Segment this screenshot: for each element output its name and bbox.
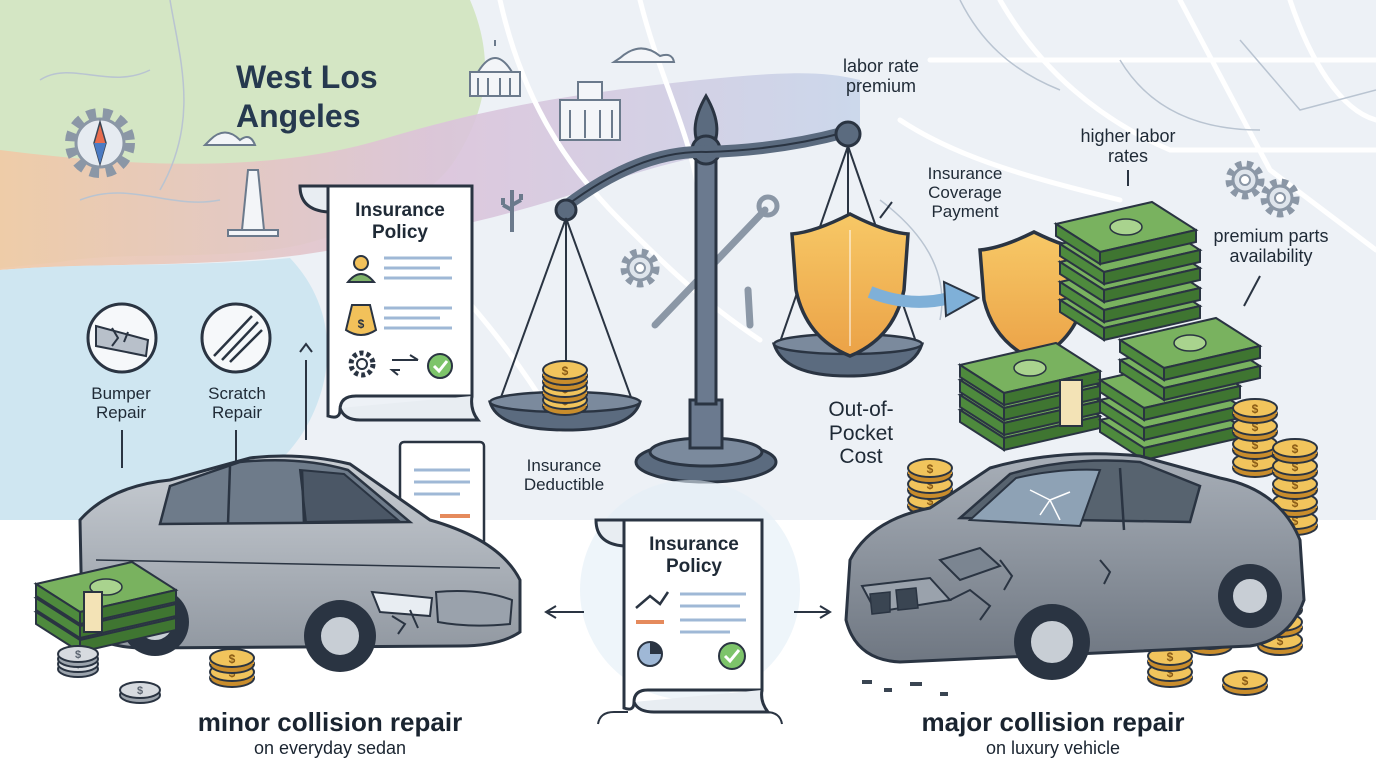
- compass-gear-icon: [65, 108, 135, 178]
- balance-scale: [488, 93, 925, 484]
- shield-icon: [790, 212, 910, 358]
- cracked-bumper-icon: [86, 302, 158, 374]
- insurance-policy-document-bottom: [594, 518, 772, 714]
- cash-pile-left: [35, 561, 177, 653]
- deductible-coin-stack: [542, 360, 588, 416]
- city-name: West Los Angeles: [236, 59, 378, 135]
- out-of-pocket-label: Out-of-Pocket Cost: [828, 398, 894, 469]
- scratch-icon: [200, 302, 272, 374]
- premium-parts-callout: premium parts availability: [1213, 226, 1329, 267]
- minor-repair-subtitle: on everyday sedan: [253, 738, 407, 758]
- top-policy-title: Insurance Policy: [355, 200, 445, 243]
- labor-rate-premium-callout: labor rate premium: [842, 56, 920, 97]
- damage-label-bumper: Bumper Repair: [91, 384, 151, 423]
- damage-label-scratch: Scratch Repair: [208, 384, 266, 423]
- bottom-policy-title: Insurance Policy: [649, 534, 739, 577]
- luxury-vehicle-damaged: [844, 452, 1306, 696]
- major-repair-subtitle: on luxury vehicle: [985, 738, 1121, 758]
- major-repair-title: major collision repair: [921, 707, 1185, 737]
- coverage-payment-label: Insurance Coverage Payment: [927, 164, 1003, 222]
- minor-repair-title: minor collision repair: [197, 707, 463, 737]
- cash-pile-right: [959, 201, 1261, 461]
- svg-text:$: $: [358, 317, 365, 331]
- insurance-policy-document-top: $: [298, 184, 482, 422]
- higher-labor-rates-callout: higher labor rates: [1080, 126, 1176, 167]
- insurance-deductible-label: Insurance Deductible: [523, 456, 605, 495]
